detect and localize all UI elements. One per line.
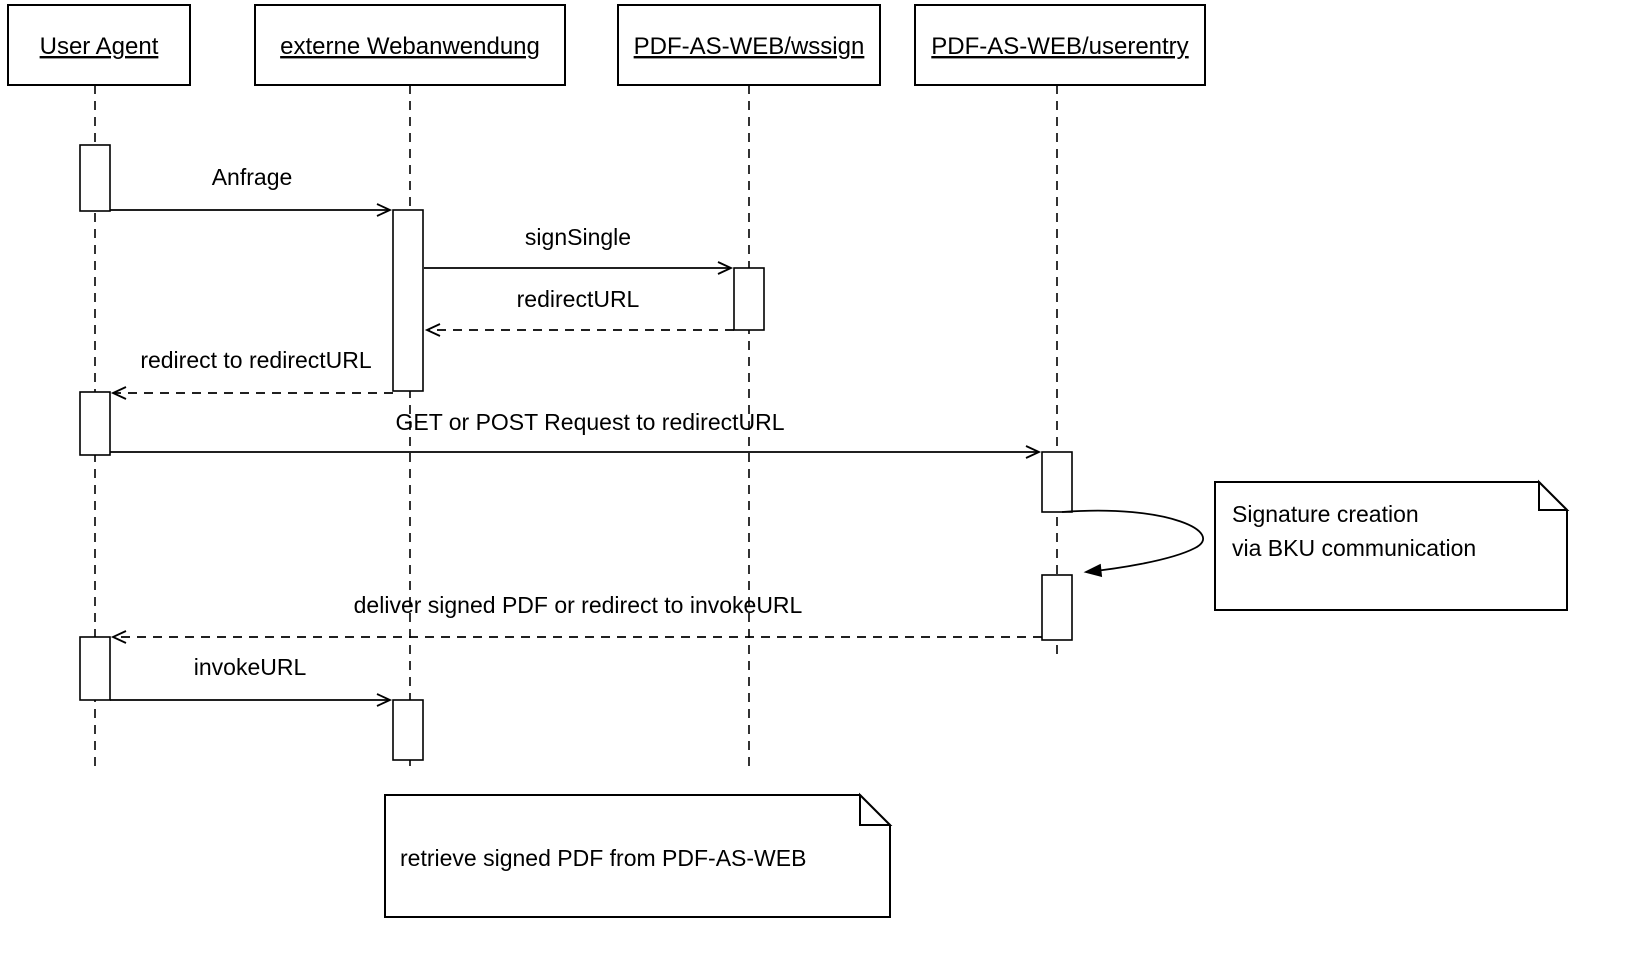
note-retrieve-signed-pdf-shape	[384, 794, 891, 918]
note-signature-creation-line-1: Signature creation	[1232, 501, 1419, 527]
activation-pdf-as-web-wssign-1	[733, 267, 765, 331]
actor-box-pdf-as-web-wssign	[617, 4, 881, 86]
note-signature-creation: Signature creation via BKU communication	[1214, 479, 1570, 611]
actor-box-user-agent	[7, 4, 191, 86]
activation-user-agent-1	[79, 144, 111, 212]
message-label-redirecturl: redirectURL	[517, 286, 640, 312]
actor-label-pdf-as-web-wssign: PDF-AS-WEB/wssign	[634, 33, 865, 60]
note-retrieve-signed-pdf-fold-corner	[859, 792, 893, 826]
message-label-redirect-to-redirecturl: redirect to redirectURL	[140, 347, 372, 373]
actor-user-agent: User Agent	[7, 4, 191, 86]
message-label-deliver-signed-pdf: deliver signed PDF or redirect to invoke…	[354, 592, 803, 618]
note-retrieve-signed-pdf: retrieve signed PDF from PDF-AS-WEB	[384, 792, 893, 918]
note-signature-creation-fold-corner	[1538, 479, 1570, 511]
activation-externe-webanwendung-2	[392, 699, 424, 761]
activation-user-agent-3	[79, 636, 111, 701]
activation-pdf-as-web-userentry-2	[1041, 574, 1073, 641]
activation-externe-webanwendung-1	[392, 209, 424, 392]
actor-label-pdf-as-web-userentry: PDF-AS-WEB/userentry	[931, 33, 1188, 60]
note-signature-creation-shape	[1214, 481, 1568, 611]
actor-box-externe-webanwendung	[254, 4, 566, 86]
actor-box-pdf-as-web-userentry	[914, 4, 1206, 86]
self-message-loop-bku-signature	[1061, 509, 1204, 578]
message-label-signsingle: signSingle	[525, 224, 631, 250]
message-label-get-or-post-request: GET or POST Request to redirectURL	[395, 409, 784, 435]
message-label-invokeurl: invokeURL	[194, 654, 307, 680]
actor-label-user-agent: User Agent	[40, 33, 159, 60]
actor-externe-webanwendung: externe Webanwendung	[254, 4, 566, 86]
actor-pdf-as-web-wssign: PDF-AS-WEB/wssign	[617, 4, 881, 86]
note-retrieve-signed-pdf-line-1: retrieve signed PDF from PDF-AS-WEB	[400, 845, 806, 871]
message-label-anfrage: Anfrage	[212, 164, 293, 190]
actor-pdf-as-web-userentry: PDF-AS-WEB/userentry	[914, 4, 1206, 86]
activation-user-agent-2	[79, 391, 111, 456]
activation-pdf-as-web-userentry-1	[1041, 451, 1073, 513]
note-signature-creation-line-2: via BKU communication	[1232, 535, 1476, 561]
actor-label-externe-webanwendung: externe Webanwendung	[280, 33, 540, 60]
